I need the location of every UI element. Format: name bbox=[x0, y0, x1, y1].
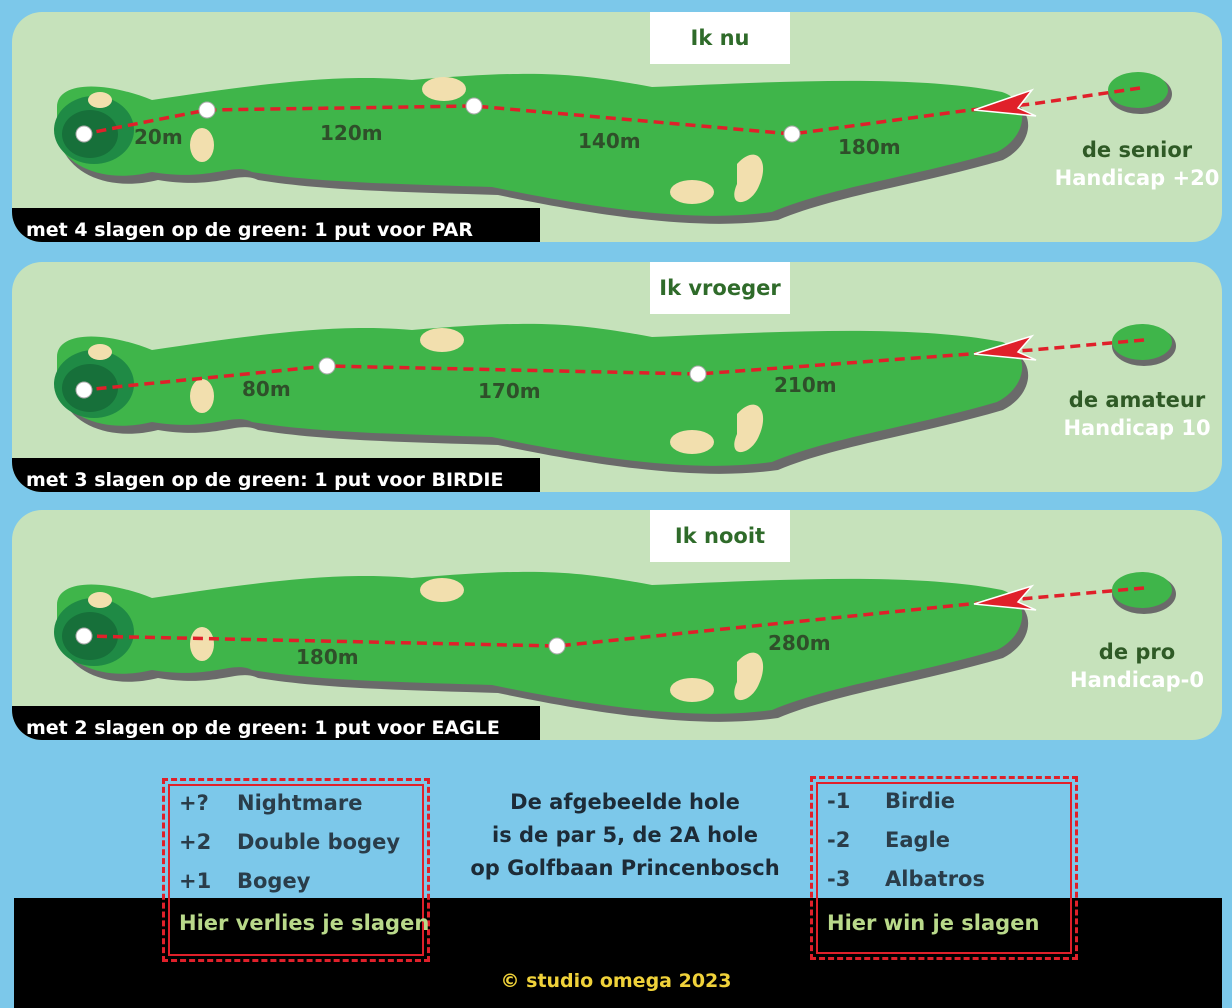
hole-info-line: op Golfbaan Princenbosch bbox=[470, 856, 780, 880]
bunker bbox=[190, 128, 214, 162]
tee-shot-arrow bbox=[973, 334, 1037, 361]
player-info: de pro Handicap-0 bbox=[1052, 638, 1222, 694]
distance-label: 210m bbox=[774, 373, 837, 397]
hole-diagram: 20m 120m 140m 180m bbox=[54, 72, 1172, 224]
bunker bbox=[88, 344, 112, 360]
distance-label: 280m bbox=[768, 631, 831, 655]
legend-win-strokes: -1 Birdie -2 Eagle -3 Albatros Hier win … bbox=[810, 776, 1078, 960]
score-code: +? bbox=[179, 791, 209, 815]
hole-diagram: 80m 170m 210m bbox=[54, 323, 1176, 474]
ball-position bbox=[783, 125, 801, 143]
score-code: -1 bbox=[827, 789, 851, 813]
legend-lose-strokes: +? Nightmare +2 Double bogey +1 Bogey Hi… bbox=[162, 778, 430, 962]
panel-ik-vroeger: 80m 170m 210m Ik vroeger met 3 slagen op… bbox=[12, 262, 1222, 492]
score-code: +1 bbox=[179, 869, 212, 893]
panel-title: Ik nu bbox=[650, 12, 790, 64]
player-name: de amateur bbox=[1068, 388, 1206, 412]
distance-label: 170m bbox=[478, 379, 541, 403]
copyright-notice: © studio omega 2023 bbox=[500, 970, 732, 992]
distance-label: 180m bbox=[838, 135, 901, 159]
bunker bbox=[670, 678, 714, 702]
bunker bbox=[422, 77, 466, 101]
bunker bbox=[420, 578, 464, 602]
score-label: Double bogey bbox=[237, 830, 401, 854]
distance-label: 140m bbox=[578, 129, 641, 153]
hole-info: De afgebeelde hole is de par 5, de 2A ho… bbox=[460, 786, 790, 885]
ball-position bbox=[465, 97, 483, 115]
bunker bbox=[670, 430, 714, 454]
score-label: Bogey bbox=[237, 869, 311, 893]
legend-footer: Hier win je slagen bbox=[827, 911, 1040, 935]
tee-shot-arrow bbox=[973, 88, 1037, 117]
ball-position bbox=[548, 637, 566, 655]
bunker bbox=[670, 180, 714, 204]
player-info: de amateur Handicap 10 bbox=[1052, 386, 1222, 442]
tee-shot-arrow bbox=[973, 584, 1037, 611]
bunker bbox=[734, 652, 764, 701]
panel-caption: met 2 slagen op de green: 1 put voor EAG… bbox=[12, 706, 540, 740]
score-code: -3 bbox=[827, 867, 851, 891]
ball-position bbox=[75, 627, 93, 645]
score-code: +2 bbox=[179, 830, 212, 854]
shot-path bbox=[83, 338, 1145, 392]
score-label: Albatros bbox=[885, 867, 985, 891]
distance-label: 180m bbox=[296, 645, 359, 669]
bunker bbox=[190, 627, 214, 661]
score-code: -2 bbox=[827, 828, 851, 852]
bunker bbox=[190, 379, 214, 413]
bunker bbox=[734, 154, 764, 203]
player-name: de pro bbox=[1098, 640, 1176, 664]
hole-info-line: is de par 5, de 2A hole bbox=[492, 823, 758, 847]
panel-caption: met 3 slagen op de green: 1 put voor BIR… bbox=[12, 458, 540, 492]
legend-footer: Hier verlies je slagen bbox=[179, 911, 430, 935]
panel-ik-nooit: 180m 280m Ik nooit met 2 slagen op de gr… bbox=[12, 510, 1222, 740]
distance-label: 120m bbox=[320, 121, 383, 145]
bunker bbox=[88, 92, 112, 108]
score-label: Eagle bbox=[885, 828, 950, 852]
panel-title: Ik vroeger bbox=[650, 262, 790, 314]
panel-ik-nu: 20m 120m 140m 180m Ik nu met 4 slagen op… bbox=[12, 12, 1222, 242]
ball-position bbox=[318, 357, 336, 375]
hole-diagram: 180m 280m bbox=[54, 571, 1176, 722]
ball-position bbox=[689, 365, 707, 383]
tee-box bbox=[1112, 324, 1172, 360]
player-handicap: Handicap 10 bbox=[1063, 416, 1211, 440]
ball-position bbox=[198, 101, 216, 119]
panel-caption: met 4 slagen op de green: 1 put voor PAR bbox=[12, 208, 540, 242]
bunker bbox=[734, 404, 764, 453]
tee-box bbox=[1112, 572, 1172, 608]
bunker bbox=[420, 328, 464, 352]
distance-label: 80m bbox=[242, 377, 291, 401]
distance-label: 20m bbox=[134, 125, 183, 149]
score-label: Birdie bbox=[885, 789, 956, 813]
bunker bbox=[88, 592, 112, 608]
ball-position bbox=[75, 381, 93, 399]
player-name: de senior bbox=[1081, 138, 1193, 162]
player-handicap: Handicap-0 bbox=[1070, 668, 1204, 692]
player-handicap: Handicap +20 bbox=[1054, 166, 1220, 190]
score-label: Nightmare bbox=[237, 791, 363, 815]
panel-title: Ik nooit bbox=[650, 510, 790, 562]
ball-position bbox=[75, 125, 93, 143]
hole-info-line: De afgebeelde hole bbox=[510, 790, 740, 814]
player-info: de senior Handicap +20 bbox=[1052, 136, 1222, 192]
